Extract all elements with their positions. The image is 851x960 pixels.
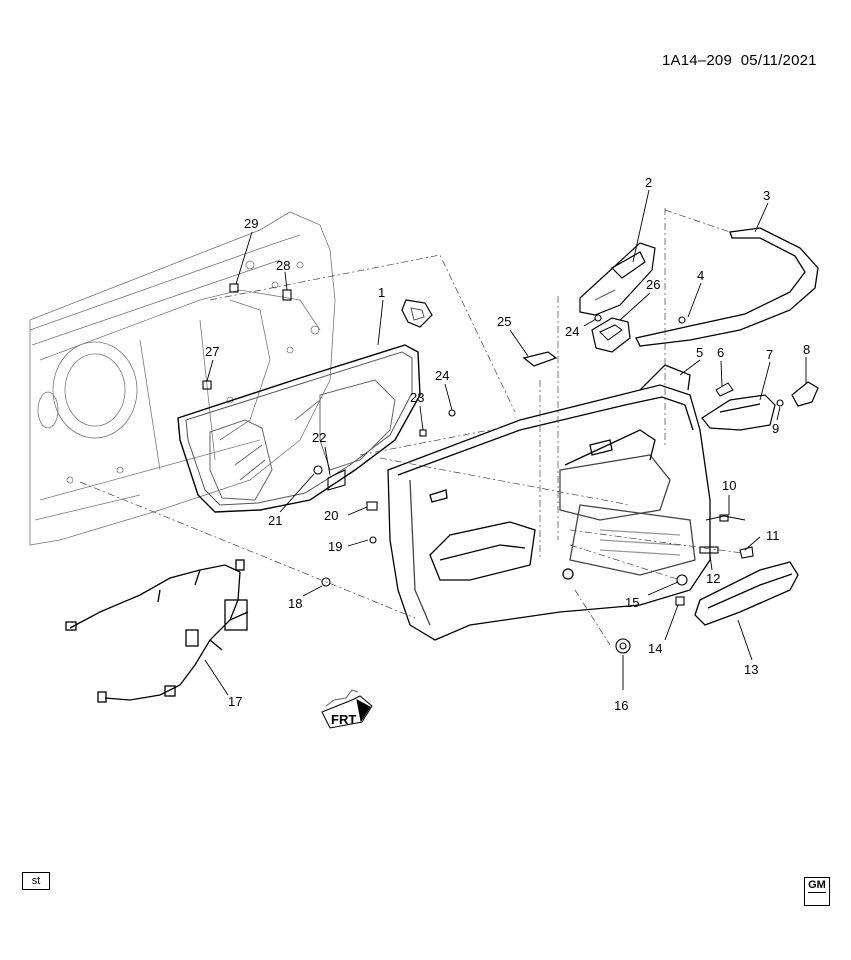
callout-3: 3 xyxy=(763,188,770,203)
callout-4: 4 xyxy=(697,268,704,283)
callout-12: 12 xyxy=(706,571,720,586)
handle-bracket xyxy=(715,382,734,397)
door-handle xyxy=(701,394,776,431)
callout-13: 13 xyxy=(744,662,758,677)
diagram-date: 05/11/2021 xyxy=(740,52,817,69)
callout-1: 1 xyxy=(378,285,385,300)
alignment-lines xyxy=(79,208,743,646)
gm-logo-text: GM xyxy=(808,879,826,891)
trim-strip xyxy=(635,227,819,347)
courtesy-lamp xyxy=(522,351,558,367)
callout-16: 16 xyxy=(614,698,628,713)
gm-logo: GM xyxy=(804,877,830,906)
callout-22: 22 xyxy=(312,430,326,445)
diagram-header: 1A14–209 05/11/2021 xyxy=(662,52,817,69)
callout-6: 6 xyxy=(717,345,724,360)
handle-cap xyxy=(791,381,819,407)
callout-10: 10 xyxy=(722,478,736,493)
leader-lines xyxy=(204,189,807,696)
diagram-code: 1A14–209 xyxy=(662,52,733,69)
callout-18: 18 xyxy=(288,596,302,611)
armrest xyxy=(694,561,799,626)
callout-11: 11 xyxy=(766,528,780,543)
front-indicator: FRT xyxy=(321,689,373,729)
callout-23: 23 xyxy=(410,390,424,405)
corner-tag: st xyxy=(22,872,50,890)
callout-28: 28 xyxy=(276,258,290,273)
callout-15: 15 xyxy=(625,595,639,610)
door-trim-panel xyxy=(387,364,711,641)
callout-2: 2 xyxy=(645,175,652,190)
callout-7: 7 xyxy=(766,347,773,362)
wiring-harness xyxy=(65,559,249,703)
callout-17: 17 xyxy=(228,694,242,709)
callout-5: 5 xyxy=(696,345,703,360)
front-indicator-label: FRT xyxy=(331,712,356,727)
callout-24b: 24 xyxy=(565,324,579,339)
callout-29: 29 xyxy=(244,216,258,231)
door-frame xyxy=(29,211,336,546)
water-deflector xyxy=(177,299,433,513)
callout-14: 14 xyxy=(648,641,662,656)
callout-21: 21 xyxy=(268,513,282,528)
callout-19: 19 xyxy=(328,539,342,554)
callout-8: 8 xyxy=(803,342,810,357)
callout-25: 25 xyxy=(497,314,511,329)
callout-26: 26 xyxy=(646,277,660,292)
window-switch xyxy=(591,317,631,353)
callout-27: 27 xyxy=(205,344,219,359)
callout-24a: 24 xyxy=(435,368,449,383)
switch-bezel xyxy=(579,242,656,316)
callout-9: 9 xyxy=(772,421,779,436)
callout-20: 20 xyxy=(324,508,338,523)
fasteners xyxy=(202,283,784,654)
callout-labels: 1 2 3 4 5 6 7 8 9 10 11 12 13 14 15 16 1… xyxy=(205,175,810,713)
